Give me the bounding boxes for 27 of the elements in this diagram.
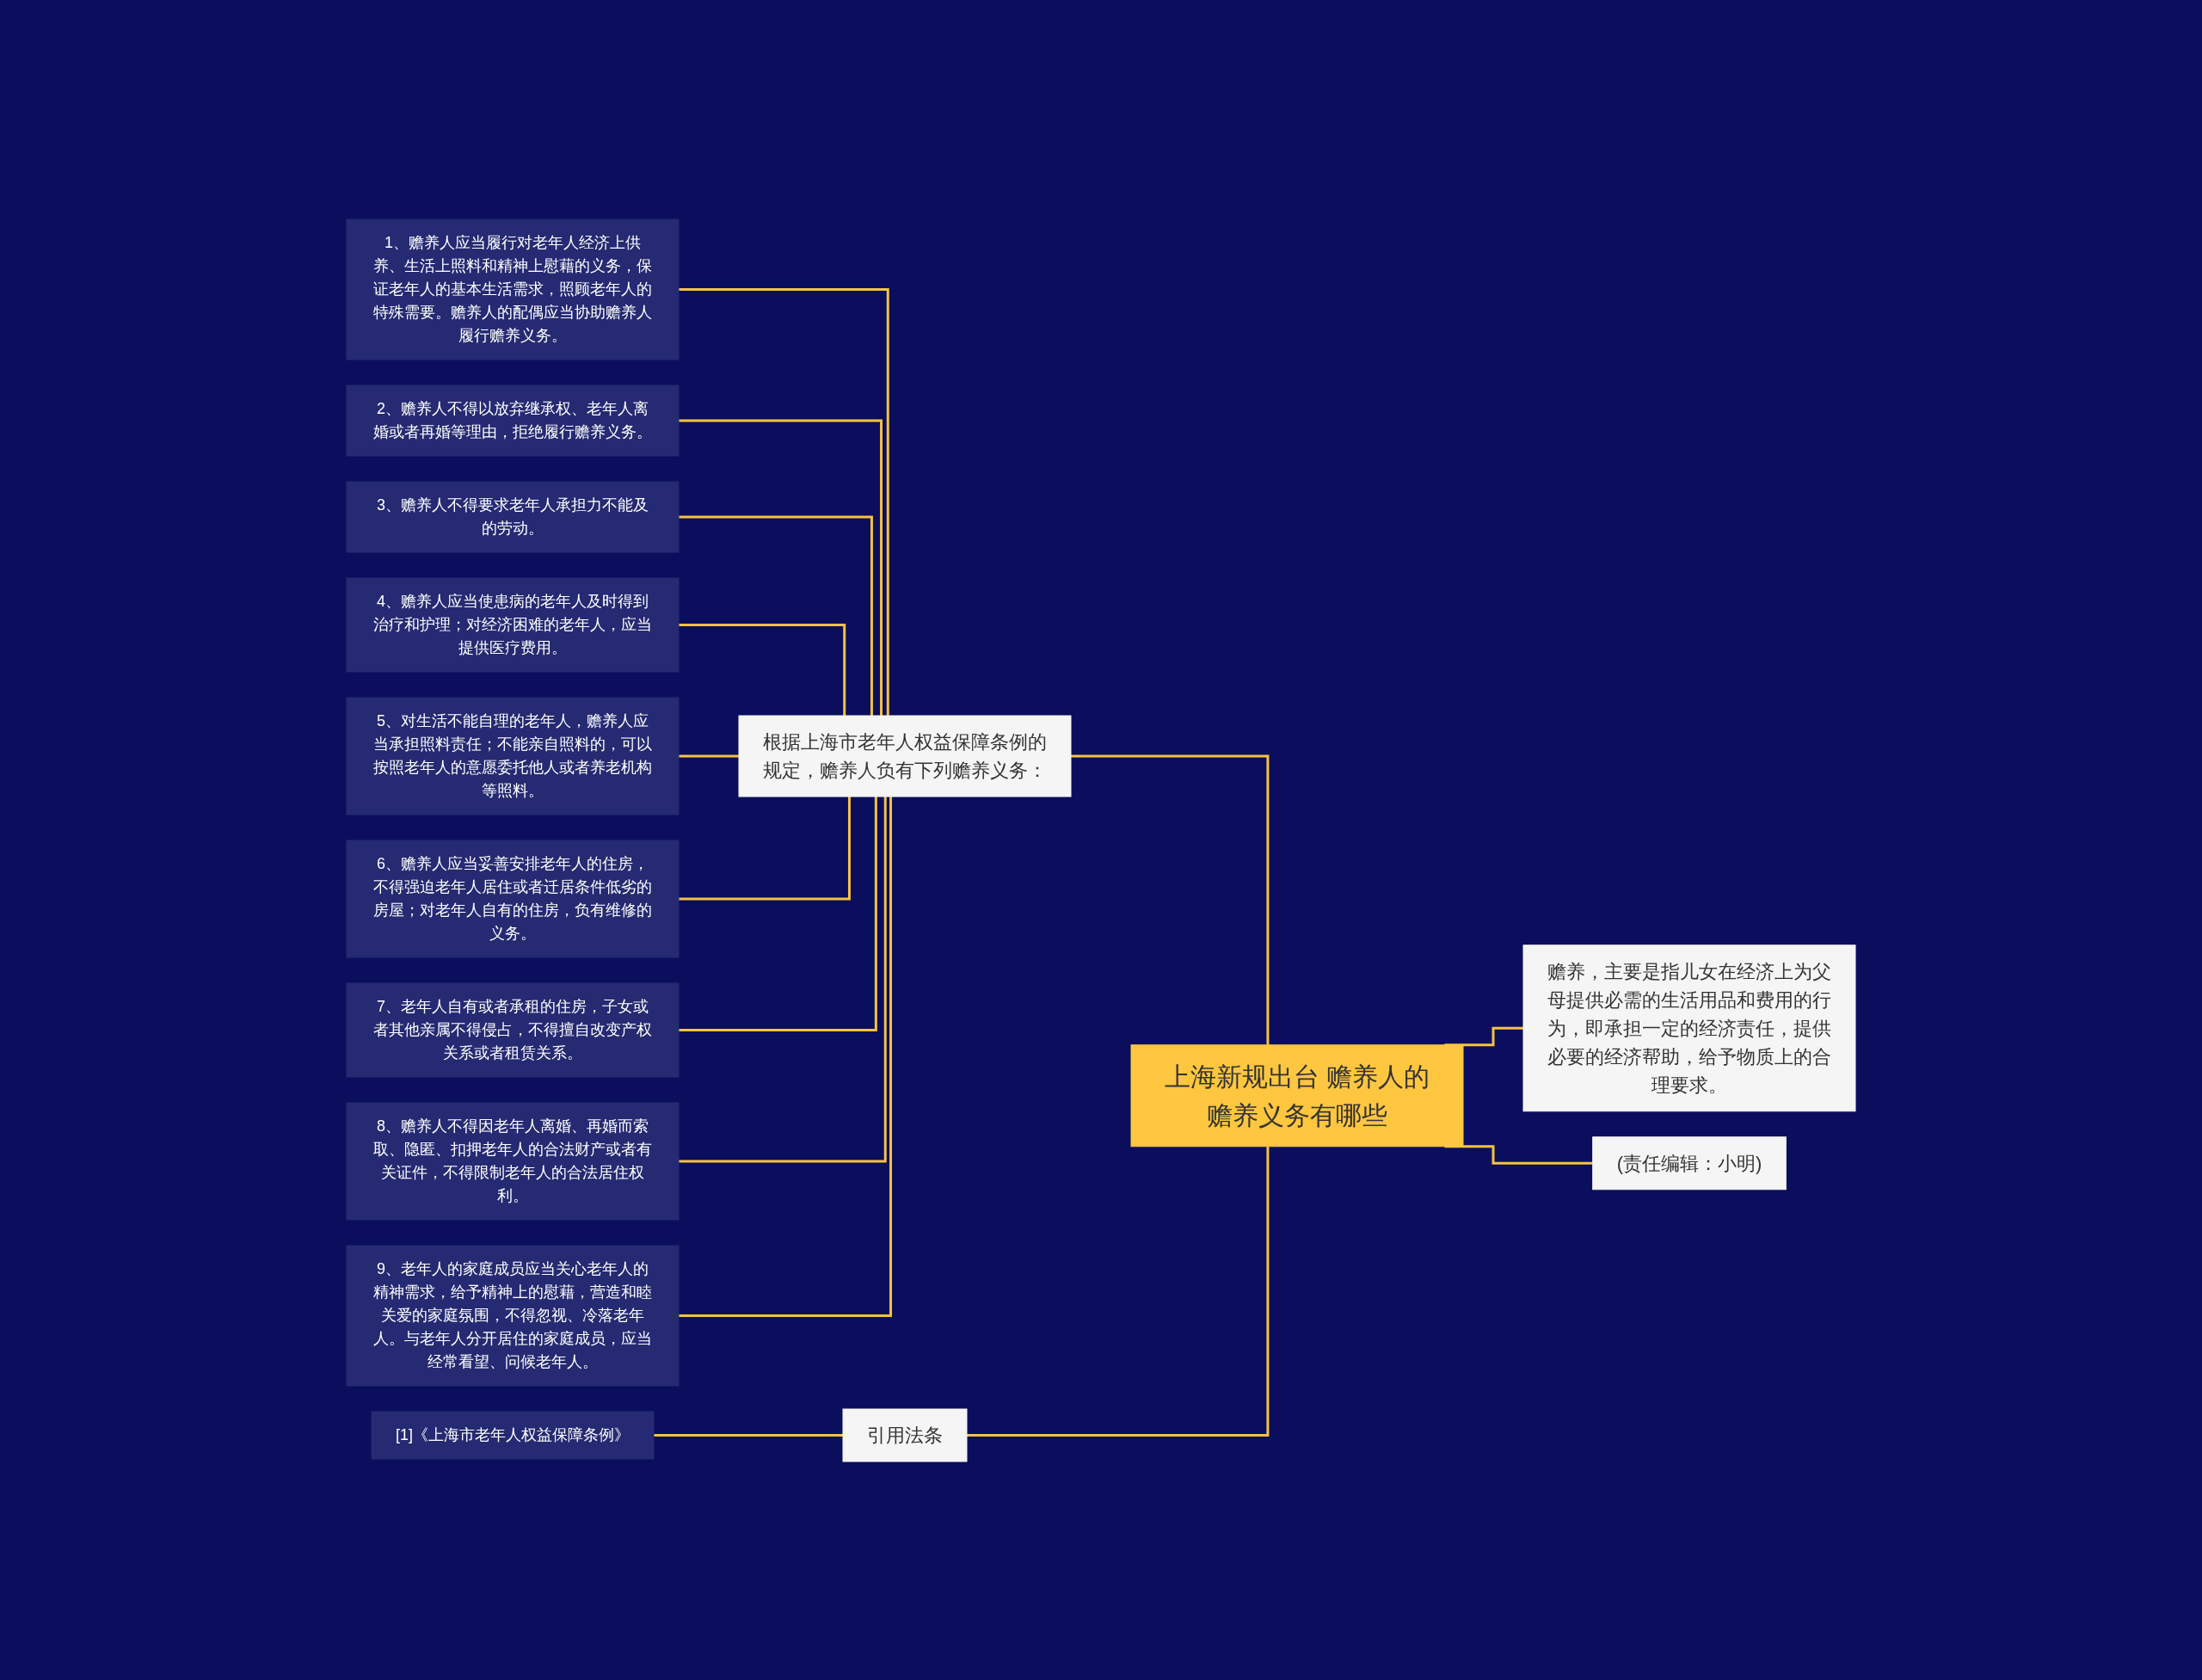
node-box: 5、对生活不能自理的老年人，赡养人应当承担照料责任；不能亲自照料的，可以按照老年人的意愿委托他人或者养老机构等照料。 <box>346 697 680 815</box>
node-box: 3、赡养人不得要求老年人承担力不能及的劳动。 <box>346 481 680 552</box>
connector <box>654 1433 845 1437</box>
node-box: 上海新规出台 赡养人的赡养义务有哪些 <box>1130 1043 1464 1147</box>
connector <box>1071 754 1270 1045</box>
node-box: 7、老年人自有或者承租的住房，子女或者其他亲属不得侵占，不得擅自改变产权关系或者租赁关系。 <box>346 982 680 1077</box>
connector <box>679 796 893 1317</box>
node-box: 1、赡养人应当履行对老年人经济上供养、生活上照料和精神上慰藉的义务，保证老年人的基本生活需求，照顾老年人的特殊需要。赡养人的配偶应当协助赡养人履行赡养义务。 <box>346 218 680 360</box>
connector <box>679 623 846 716</box>
node-box: 引用法条 <box>842 1408 968 1462</box>
node-box: [1]《上海市老年人权益保障条例》 <box>371 1411 655 1459</box>
node-box: 赡养，主要是指儿女在经济上为父母提供必需的生活用品和费用的行为，即承担一定的经济责任，提供必要的经济帮助，给予物质上的合理要求。 <box>1522 944 1856 1111</box>
connector <box>679 754 741 757</box>
node-box: (责任编辑：小明) <box>1592 1135 1787 1190</box>
connector <box>679 796 887 1162</box>
node-box: 9、老年人的家庭成员应当关心老年人的精神需求，给予精神上的慰藉，营造和睦关爱的家庭氛围，不得忽视、冷落老年人。与老年人分开居住的家庭成员，应当经常看望、问候老年人。 <box>346 1245 680 1386</box>
connector <box>679 515 873 716</box>
connector <box>967 1146 1270 1437</box>
node-box: 4、赡养人应当使患病的老年人及时得到治疗和护理；对经济困难的老年人，应当提供医疗费用。 <box>346 577 680 672</box>
node-box: 8、赡养人不得因老年人离婚、再婚而索取、隐匿、扣押老年人的合法财产或者有关证件，不得限制老年人的合法居住权利。 <box>346 1102 680 1220</box>
connector <box>679 796 851 900</box>
node-box: 根据上海市老年人权益保障条例的规定，赡养人负有下列赡养义务： <box>738 715 1072 797</box>
connector <box>679 419 883 716</box>
connector <box>679 287 889 716</box>
connector <box>679 796 877 1031</box>
node-box: 6、赡养人应当妥善安排老年人的住房，不得强迫老年人居住或者迁居条件低劣的房屋；对老年人自有的住房，负有维修的义务。 <box>346 840 680 957</box>
node-box: 2、赡养人不得以放弃继承权、老年人离婚或者再婚等理由，拒绝履行赡养义务。 <box>346 385 680 456</box>
